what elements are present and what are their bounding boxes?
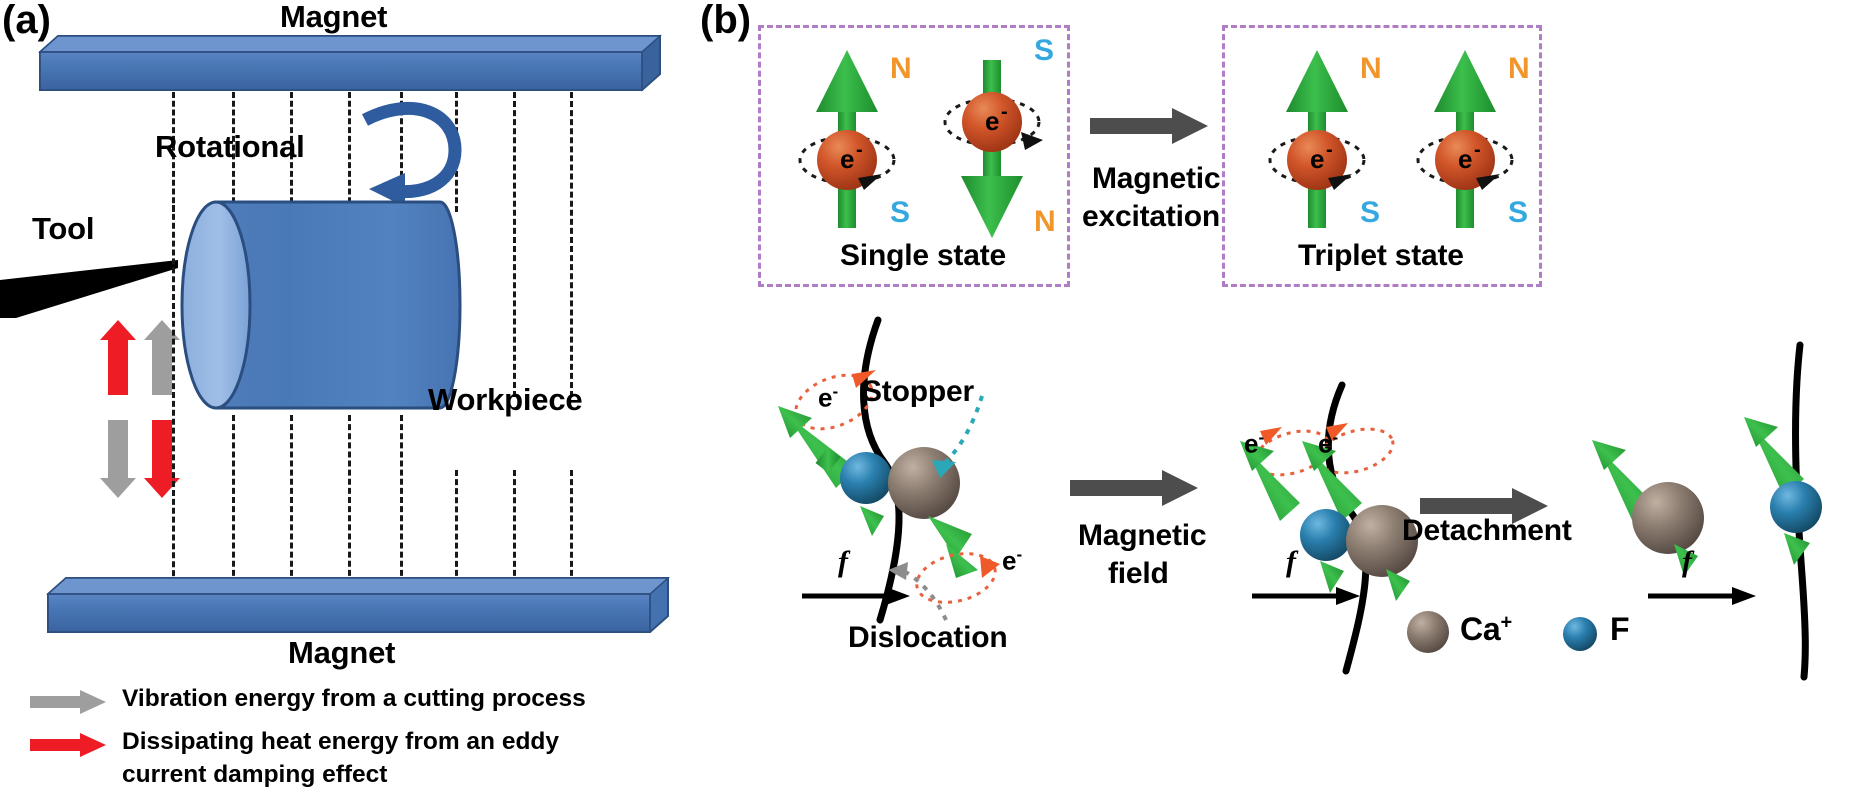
force-label-1: f	[838, 545, 848, 578]
magnetic-field-label-line1: Magnetic	[1078, 519, 1207, 552]
legend-ca-ion-icon	[1407, 611, 1449, 653]
field-line-lower-2	[232, 415, 235, 585]
svg-text:e: e	[985, 106, 999, 136]
spin-single-up: e -	[798, 50, 896, 228]
field-line-lower-4	[348, 415, 351, 585]
top-magnet-label: Magnet	[280, 0, 388, 34]
stopper-label: Stopper	[862, 375, 974, 408]
panel-b-tag: (b)	[700, 0, 752, 42]
single-state-box	[758, 25, 1070, 287]
vibration-heat-arrows	[100, 320, 180, 498]
dislocation-label: Dislocation	[848, 621, 1008, 654]
svg-text:-: -	[1326, 139, 1333, 161]
detached-ca-ion	[1592, 440, 1704, 576]
legend-vibration-text: Vibration energy from a cutting process	[122, 685, 586, 712]
force-label-2: f	[1286, 545, 1296, 578]
detachment-arrow-icon	[1420, 488, 1548, 524]
top-magnet-bar	[38, 34, 662, 92]
svg-text:-: -	[856, 139, 863, 161]
dislocation-stage-2	[1240, 381, 1418, 675]
force-arrow-3-icon	[1648, 587, 1756, 605]
magnetic-excitation-arrow-icon	[1090, 108, 1208, 144]
heat-arrow-up-icon	[100, 320, 136, 395]
field-line-lower-1	[172, 205, 175, 585]
field-line-lower-7	[513, 470, 516, 585]
tool-wedge-icon	[0, 260, 178, 318]
single-spin1-pole-bottom: S	[890, 196, 911, 229]
bottom-magnet-label: Magnet	[288, 635, 396, 670]
dislocation-stage-1	[778, 316, 1000, 624]
spin-single-down: e -	[943, 60, 1043, 238]
panel-a-tag: (a)	[2, 0, 51, 42]
field-line-lower-8	[570, 470, 573, 585]
rotational-label: Rotational	[155, 129, 305, 164]
field-line-7	[513, 92, 516, 397]
svg-text:-: -	[1001, 101, 1008, 123]
vibration-arrow-up-icon	[144, 320, 180, 395]
field-line-8	[570, 92, 573, 397]
triplet-spin1-pole-top: N	[1360, 52, 1382, 85]
single-spin2-pole-top: S	[1034, 34, 1055, 67]
rotation-arrow-icon	[362, 101, 462, 207]
magnetic-field-label-line2: field	[1108, 557, 1169, 590]
tool-label: Tool	[32, 211, 95, 246]
legend-f-ion-icon	[1563, 617, 1597, 651]
workpiece-cylinder	[180, 200, 462, 410]
spin-triplet-2: e -	[1416, 50, 1514, 228]
svg-text:e: e	[840, 144, 854, 174]
spin-triplet-1: e -	[1268, 50, 1366, 228]
magnetic-excitation-label-line2: excitation	[1082, 200, 1221, 233]
svg-text:-: -	[1474, 139, 1481, 161]
legend-heat-text-line2: current damping effect	[122, 761, 388, 788]
heat-arrow-down-icon	[144, 420, 180, 498]
workpiece-label: Workpiece	[428, 382, 583, 417]
electron-label-3: e-	[1244, 428, 1265, 459]
single-state-label: Single state	[840, 239, 1006, 272]
legend-ca-label: Ca+	[1460, 611, 1512, 647]
force-arrow-1-icon	[802, 587, 910, 605]
bottom-magnet-bar	[46, 577, 670, 633]
single-spin1-pole-top: N	[890, 52, 912, 85]
force-arrow-2-icon	[1252, 587, 1360, 605]
vibration-arrow-down-icon	[100, 420, 136, 498]
legend-f-label: F	[1610, 611, 1630, 647]
single-spin2-pole-bottom: N	[1034, 205, 1056, 238]
triplet-spin2-pole-bottom: S	[1508, 196, 1529, 229]
field-line-5	[400, 92, 403, 212]
field-line-1	[172, 92, 175, 212]
electron-label-4: e-	[1318, 428, 1339, 459]
triplet-state-box	[1222, 25, 1542, 287]
legend-gray-arrow-icon	[30, 690, 106, 714]
svg-text:e: e	[1310, 144, 1324, 174]
legend-heat-text-line1: Dissipating heat energy from an eddy	[122, 728, 560, 755]
triplet-spin2-pole-top: N	[1508, 52, 1530, 85]
field-line-lower-5	[400, 415, 403, 585]
triplet-spin1-pole-bottom: S	[1360, 196, 1381, 229]
field-line-2	[232, 92, 235, 212]
dislocation-stage-4	[1744, 341, 1822, 681]
legend-red-arrow-icon	[30, 733, 106, 757]
electron-label-2: e-	[1002, 545, 1023, 576]
magnetic-field-arrow-icon	[1070, 470, 1198, 506]
field-line-lower-6	[455, 470, 458, 585]
field-line-3	[290, 92, 293, 212]
triplet-state-label: Triplet state	[1298, 239, 1464, 272]
force-label-3: f	[1682, 545, 1692, 578]
svg-text:e: e	[1458, 144, 1472, 174]
electron-label-1: e-	[818, 382, 839, 413]
field-line-4	[348, 92, 351, 212]
detachment-label: Detachment	[1402, 514, 1572, 547]
field-line-lower-3	[290, 415, 293, 585]
magnetic-excitation-label-line1: Magnetic	[1092, 162, 1221, 195]
